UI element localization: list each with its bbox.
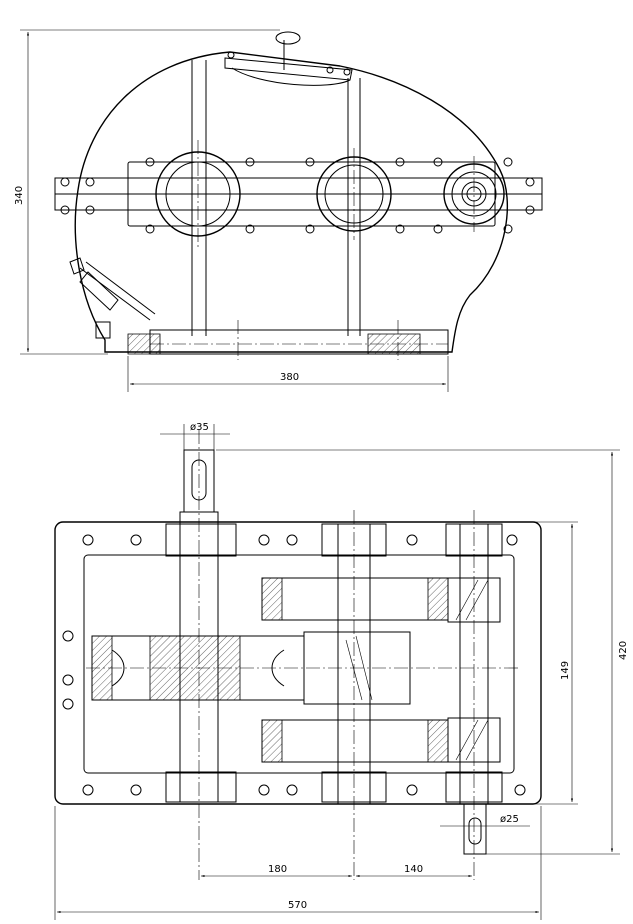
bearing-bore-3 [436, 156, 512, 232]
gear-lower-middle [261, 719, 449, 763]
helical-gear-output-bottom [447, 717, 501, 763]
plan-outer-flange [54, 521, 542, 805]
drain-plug [95, 321, 111, 339]
dim-height-top: 340 [14, 186, 25, 205]
helical-gear-output-top [447, 577, 501, 623]
dim-center-a: 180 [268, 864, 287, 875]
vent-plug [275, 31, 301, 45]
oil-dipstick [69, 257, 156, 321]
plan-inner-wall [83, 554, 515, 774]
plan-view: ø35 420 149 ø25 180 140 570 [54, 422, 629, 920]
dim-length-top: 380 [280, 372, 299, 383]
output-shaft [445, 510, 503, 880]
elevation-view: 340 380 [14, 29, 543, 392]
dim-width-plan: 420 [618, 641, 629, 660]
dim-shaft-in: ø35 [190, 422, 209, 433]
gear-upper-middle [261, 577, 449, 621]
bearing-left-top [165, 523, 237, 557]
flange-bolts [60, 157, 535, 234]
dim-length-plan: 570 [288, 900, 307, 911]
dim-shaft-out: ø25 [500, 814, 519, 825]
helical-pinion-middle [303, 631, 411, 705]
bearing-bore-1 [145, 140, 252, 248]
gear-large-left [86, 635, 520, 701]
dim-center-b: 140 [404, 864, 423, 875]
housing-outline [74, 51, 509, 353]
dim-inner-width: 149 [560, 661, 571, 680]
plan-bolt-holes [62, 534, 526, 796]
bearing-bore-2 [308, 148, 400, 240]
intermediate-shaft [321, 510, 387, 880]
bearing-left-bottom [165, 771, 237, 803]
